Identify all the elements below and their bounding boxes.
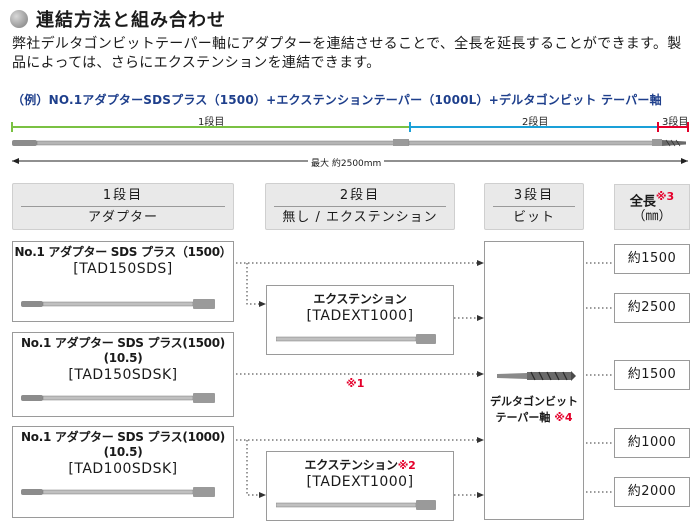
extension-code: [TADEXT1000] <box>306 308 414 324</box>
extension-code: [TADEXT1000] <box>306 474 414 490</box>
length-value: 約2500 <box>614 293 690 323</box>
connector-arrowheads <box>259 260 484 498</box>
extension-name: エクステンション <box>304 458 399 472</box>
adapter-card-1: No.1 アダプター SDS プラス（1500） [TAD150SDS] <box>12 241 234 322</box>
extension-image <box>276 334 436 344</box>
note-4-mark: ※4 <box>554 411 573 424</box>
extension-name: エクステンション <box>313 292 407 306</box>
adapter-image <box>21 299 215 309</box>
length-value: 約1500 <box>614 244 690 274</box>
connector-lines <box>236 262 612 496</box>
circle-bullet-icon <box>10 10 28 28</box>
assembled-rod-image <box>12 139 686 147</box>
section-heading: 連結方法と組み合わせ <box>10 6 226 32</box>
extension-card-2: エクステンション※2 [TADEXT1000] <box>266 451 454 521</box>
note-1-mark: ※1 <box>346 377 365 390</box>
segment-3-label: 3段目 <box>662 117 689 128</box>
note-2-mark: ※2 <box>397 459 416 472</box>
adapter-card-3: No.1 アダプター SDS プラス(1000)(10.5) [TAD100SD… <box>12 426 234 518</box>
note-3-mark: ※3 <box>655 190 675 203</box>
header-adapter: 1段目 アダプター <box>12 183 234 230</box>
adapter-name: No.1 アダプター SDS プラス（1500） <box>14 245 232 259</box>
segment-1-label: 1段目 <box>198 117 225 128</box>
header-extension: 2段目 無し / エクステンション <box>265 183 455 230</box>
adapter-name: No.1 アダプター SDS プラス(1500)(10.5) <box>21 336 225 365</box>
header-bit: 3段目 ビット <box>484 183 584 230</box>
example-caption: （例）NO.1アダプターSDSプラス（1500）+エクステンションテーパー（10… <box>12 93 662 107</box>
adapter-code: [TAD150SDSK] <box>68 367 178 383</box>
bit-card: デルタゴンビット テーパー軸 ※4 <box>484 241 584 520</box>
adapter-card-2: No.1 アダプター SDS プラス(1500)(10.5) [TAD150SD… <box>12 332 234 417</box>
adapter-code: [TAD100SDSK] <box>68 461 178 477</box>
extension-image <box>276 500 436 510</box>
header-total-length: 全長※3 （㎜） <box>614 184 690 230</box>
length-value: 約1000 <box>614 428 690 458</box>
extension-card-1: エクステンション [TADEXT1000] <box>266 285 454 355</box>
adapter-name: No.1 アダプター SDS プラス(1000)(10.5) <box>21 430 225 459</box>
heading-title: 連結方法と組み合わせ <box>36 10 226 31</box>
total-length-label: 最大 約2500mm <box>308 156 385 169</box>
drill-bit-image <box>497 371 576 381</box>
length-value: 約2000 <box>614 477 690 507</box>
length-value: 約1500 <box>614 360 690 390</box>
adapter-code: [TAD150SDS] <box>73 261 173 277</box>
bit-label: デルタゴンビット テーパー軸 ※4 <box>490 395 578 424</box>
adapter-image <box>21 487 215 497</box>
segment-dimension-lines <box>11 122 689 132</box>
description-text: 弊社デルタゴンビットテーパー軸にアダプターを連結させることで、全長を延長すること… <box>12 36 682 71</box>
segment-2-label: 2段目 <box>522 117 549 128</box>
adapter-image <box>21 393 215 403</box>
